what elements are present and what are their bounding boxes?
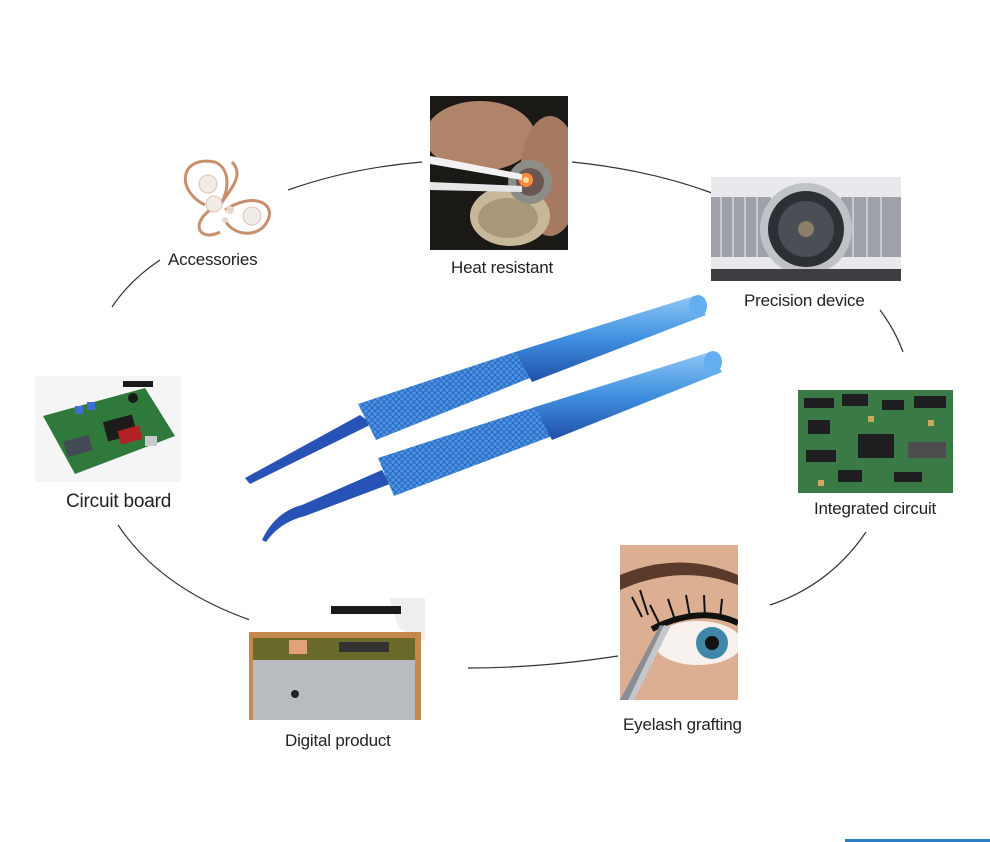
arc-top-right [571, 161, 713, 194]
integrated-circuit-image [798, 390, 953, 493]
accessories-image [170, 150, 285, 250]
arc-left-upper [111, 259, 161, 308]
corner-accent-bar [845, 839, 990, 842]
arc-left-lower [117, 524, 251, 621]
label-digital-product: Digital product [285, 731, 391, 750]
arc-right-upper [879, 309, 904, 353]
label-circuit-board: Circuit board [66, 491, 172, 512]
label-eyelash-grafting: Eyelash grafting [623, 715, 742, 734]
label-accessories: Accessories [168, 250, 258, 269]
circuit-board-image [35, 376, 181, 482]
label-precision-device: Precision device [744, 291, 865, 310]
arc-bottom [467, 655, 619, 669]
arc-top-left [287, 161, 423, 191]
arc-right-lower [769, 531, 867, 606]
precision-device-image [711, 177, 901, 281]
eyelash-grafting-image [620, 545, 738, 700]
heat-resistant-image [430, 96, 568, 250]
digital-product-image [249, 598, 425, 720]
label-integrated-circuit: Integrated circuit [814, 499, 937, 518]
label-heat-resistant: Heat resistant [451, 258, 554, 277]
